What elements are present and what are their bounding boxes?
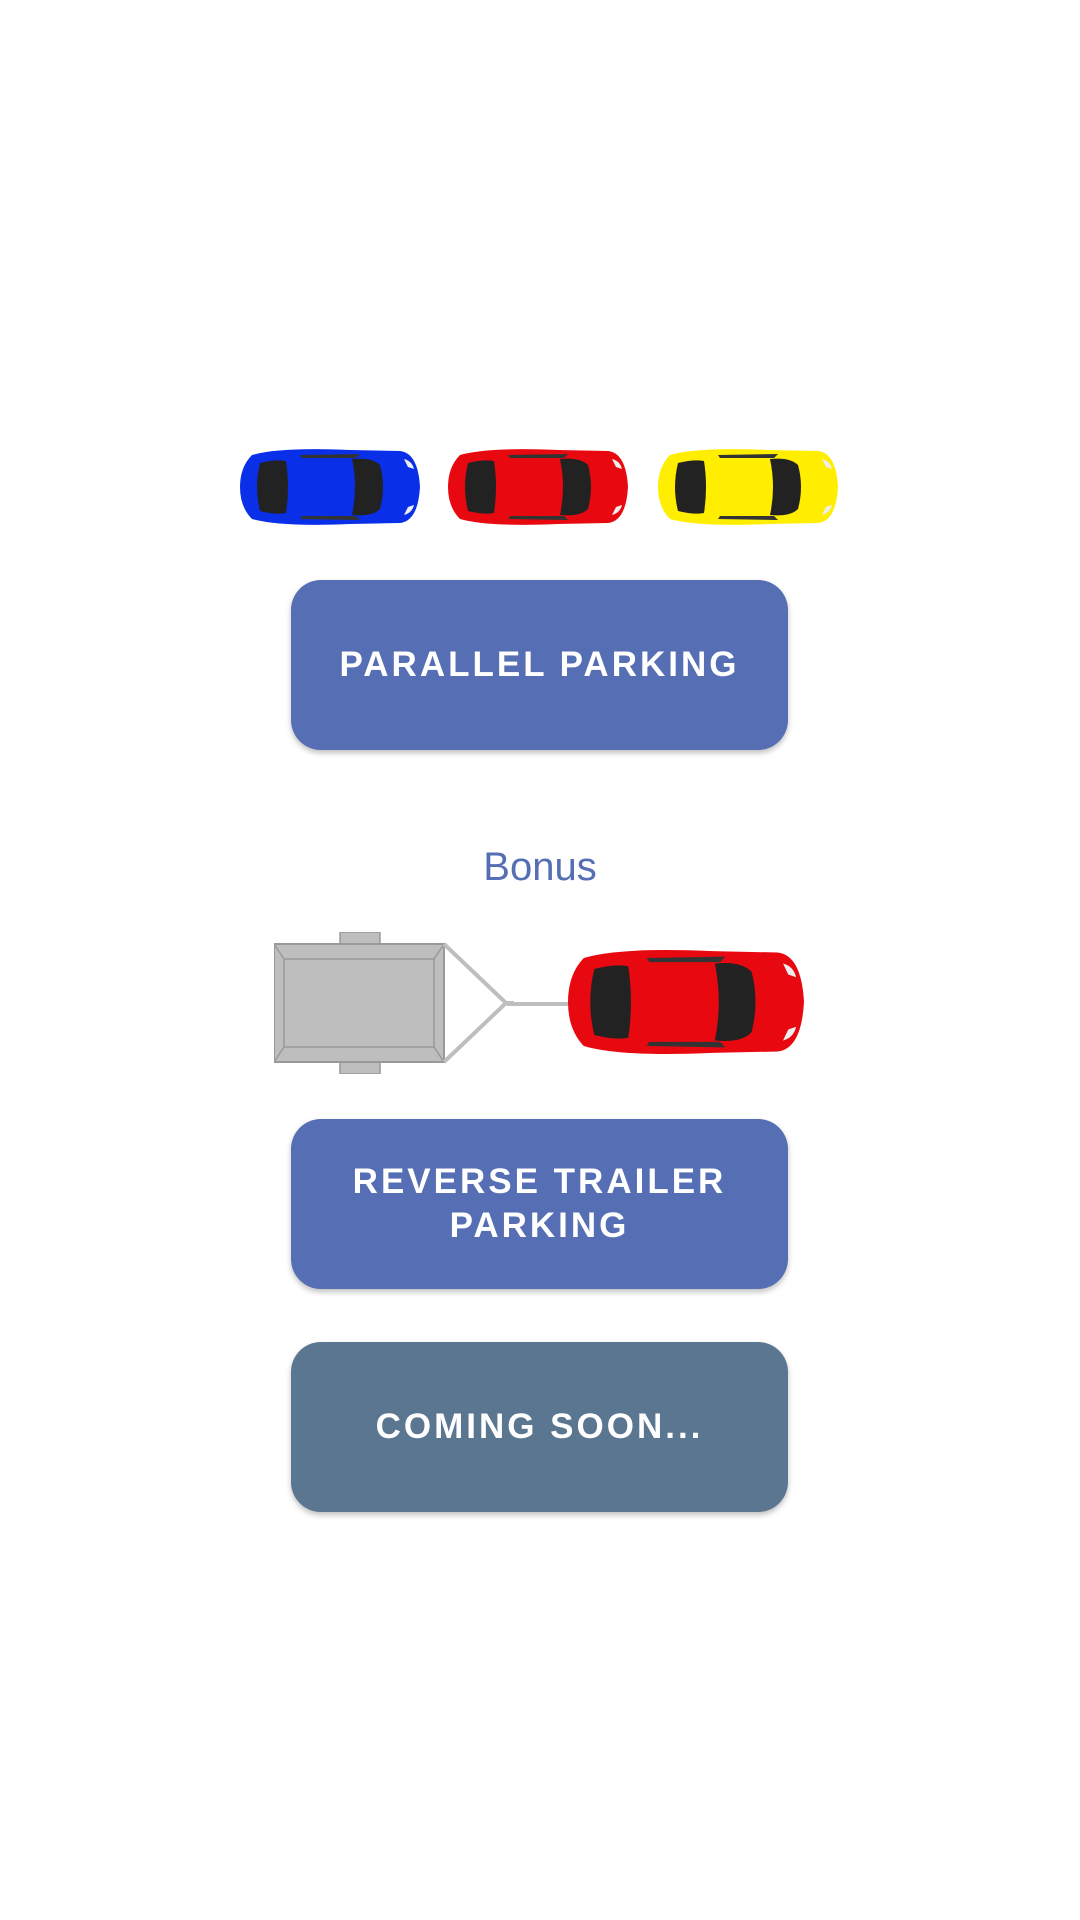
reverse-trailer-parking-label: REVERSE TRAILER PARKING <box>352 1162 727 1245</box>
coming-soon-button[interactable]: COMING SOON... <box>291 1342 788 1512</box>
car-icon <box>568 950 804 1054</box>
car-icon <box>448 449 628 525</box>
bonus-heading: Bonus <box>483 845 597 889</box>
car-icon <box>658 449 838 525</box>
coming-soon-label: COMING SOON... <box>375 1407 704 1446</box>
parallel-parking-label: PARALLEL PARKING <box>339 645 740 684</box>
trailer-icon <box>274 932 514 1074</box>
car-icon <box>240 449 420 525</box>
tow-bar <box>507 1002 571 1006</box>
parallel-parking-button[interactable]: PARALLEL PARKING <box>291 580 788 750</box>
reverse-trailer-parking-button[interactable]: REVERSE TRAILER PARKING <box>291 1119 788 1289</box>
